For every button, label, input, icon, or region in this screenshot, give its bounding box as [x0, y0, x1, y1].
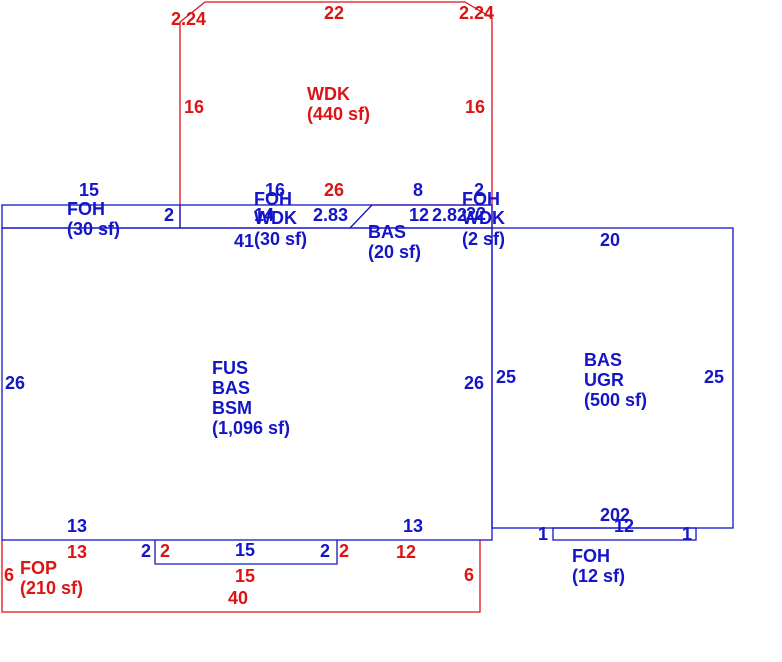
- bas-small-area: (20 sf): [368, 242, 421, 262]
- main-bottom-right-dim: 13: [403, 516, 423, 536]
- center-41-dim: 41: [234, 231, 254, 251]
- center-foh-label: FOH: [254, 189, 292, 209]
- foh-bottom-area: (12 sf): [572, 566, 625, 586]
- fop-left-dim: 6: [4, 565, 14, 585]
- foh-bottom-1-right-dim: 1: [682, 524, 692, 544]
- center-area: (30 sf): [254, 229, 307, 249]
- fop-40-dim: 40: [228, 588, 248, 608]
- fop-12-dim: 12: [396, 542, 416, 562]
- diagonal-edge: [349, 204, 373, 229]
- main-left-dim: 26: [5, 373, 25, 393]
- foh-left-area: (30 sf): [67, 219, 120, 239]
- right-wdk-label: WDK: [462, 208, 505, 228]
- fop-15-blue-dim: 15: [235, 540, 255, 560]
- fop-right-dim: 6: [464, 565, 474, 585]
- foh-bottom-outline: [552, 527, 697, 541]
- center-top-blue-dim: 16: [265, 180, 285, 200]
- wdk-label: WDK: [307, 84, 350, 104]
- fop-area: (210 sf): [20, 578, 83, 598]
- fop-label: FOP: [20, 558, 57, 578]
- right-area: (2 sf): [462, 229, 505, 249]
- ugr-area: (500 sf): [584, 390, 647, 410]
- wdk-top-dim: 22: [324, 3, 344, 23]
- wdk-corner-left-dim: 2.24: [171, 9, 206, 29]
- ugr-label-bas: BAS: [584, 350, 622, 370]
- right-22-dim: 22: [466, 204, 486, 224]
- fop-2b-red-dim: 2: [339, 541, 349, 561]
- ugr-left-dim: 25: [496, 367, 516, 387]
- foh-strip-outline: [1, 204, 493, 229]
- foh-left-label: FOH: [67, 199, 105, 219]
- main-label-bas: BAS: [212, 378, 250, 398]
- diag-283-dim: 2.83: [313, 205, 348, 225]
- main-area: (1,096 sf): [212, 418, 290, 438]
- ugr-right-dim: 25: [704, 367, 724, 387]
- ugr-label-ugr: UGR: [584, 370, 624, 390]
- center-top-red-dim: 26: [324, 180, 344, 200]
- fop-13-dim: 13: [67, 542, 87, 562]
- wdk-area: (440 sf): [307, 104, 370, 124]
- ugr-bottom-dim: 202: [600, 505, 630, 525]
- fop-notch: [154, 540, 338, 565]
- bas-282-dim: 2.82: [432, 205, 467, 225]
- wdk-left-dim: 16: [184, 97, 204, 117]
- fop-2b-blue-dim: 2: [320, 541, 330, 561]
- bas-8-dim: 8: [413, 180, 423, 200]
- main-label-bsm: BSM: [212, 398, 252, 418]
- foh-bottom-1-left-dim: 1: [538, 524, 548, 544]
- ugr-top-dim: 20: [600, 230, 620, 250]
- wdk-corner-right-dim: 2.24: [459, 3, 494, 23]
- foh-bottom-label: FOH: [572, 546, 610, 566]
- main-bottom-left-dim: 13: [67, 516, 87, 536]
- right-foh-label: FOH: [462, 189, 500, 209]
- fop-2a-blue-dim: 2: [141, 541, 151, 561]
- center-14-dim: 14: [254, 205, 274, 225]
- fop-outline: [1, 540, 481, 613]
- right-2-dim: 2: [474, 180, 484, 200]
- bas-12-dim: 12: [409, 205, 429, 225]
- bas-small-label: BAS: [368, 222, 406, 242]
- wdk-right-dim: 16: [465, 97, 485, 117]
- main-right-dim: 26: [464, 373, 484, 393]
- fop-2a-red-dim: 2: [160, 541, 170, 561]
- wdk-outline: [179, 1, 493, 228]
- foh-left-top-dim: 15: [79, 180, 99, 200]
- foh-bottom-12-dim: 12: [614, 516, 634, 536]
- fop-15-red-dim: 15: [235, 566, 255, 586]
- center-wdk-label: WDK: [254, 208, 297, 228]
- foh-left-side-dim: 2: [164, 205, 174, 225]
- main-label-fus: FUS: [212, 358, 248, 378]
